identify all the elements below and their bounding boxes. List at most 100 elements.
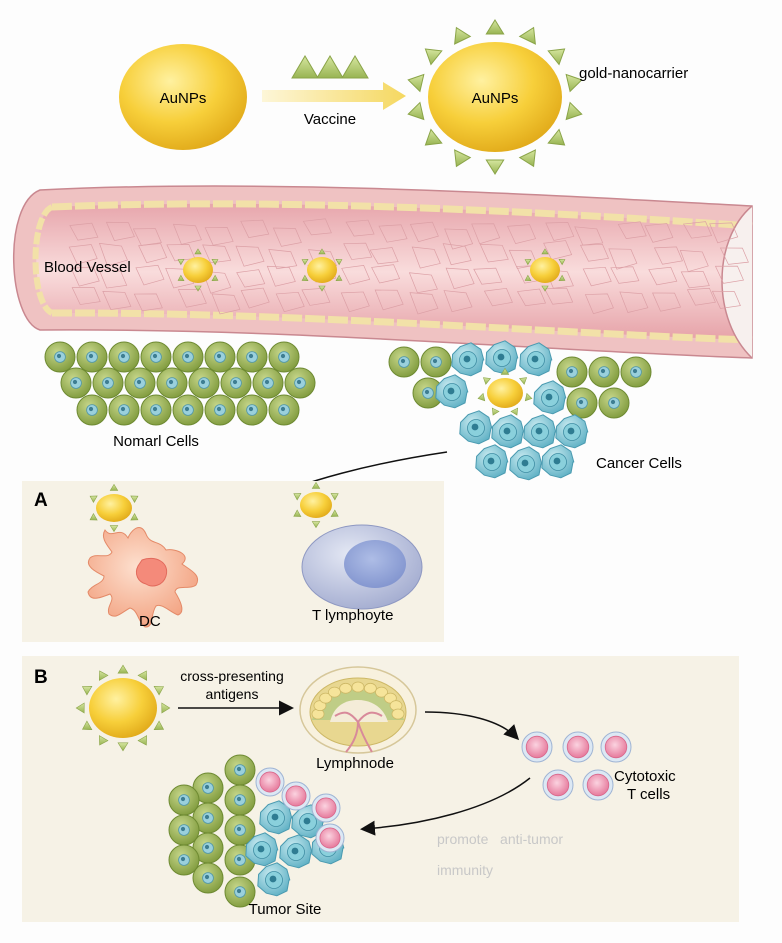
- normal-cell: [220, 367, 252, 399]
- antigen-triangle: [547, 48, 566, 66]
- normal-cells: [44, 341, 316, 426]
- tumor-site-cells: [168, 754, 345, 908]
- vessel-cell-outline: [617, 221, 647, 240]
- carrier-antigens: [407, 19, 583, 175]
- normal-cell: [168, 814, 200, 846]
- cytotoxic-t-cell: [542, 769, 574, 801]
- cancer-cell: [451, 342, 485, 377]
- vessel-cell-outline: [105, 221, 135, 241]
- cytotoxic-t-cells: [521, 731, 632, 801]
- lymph-follicle: [351, 681, 365, 693]
- vessel-cell-outline: [68, 244, 98, 265]
- vessel-cell-outline: [204, 227, 234, 246]
- normal-cell: [556, 356, 588, 388]
- lymphnode-follicles: [311, 681, 405, 720]
- antigen-triangle: [89, 495, 98, 504]
- vessel-cell-outline: [445, 267, 475, 290]
- mini-nanoparticle-core: [183, 257, 213, 283]
- lymph-follicle: [328, 686, 341, 698]
- lymph-follicle: [383, 692, 397, 704]
- vessel-cell-outline: [653, 246, 683, 265]
- lymph-follicle: [363, 682, 377, 694]
- cancer-cell: [435, 374, 469, 409]
- cancer-cell: [485, 340, 519, 375]
- vessel-cell-outline: [69, 222, 99, 241]
- vessel-cell-outline: [409, 292, 439, 315]
- cytotoxic-t-cell: [281, 781, 311, 811]
- lymphnode-label: Lymphnode: [316, 755, 394, 772]
- vessel-cell-outline: [719, 247, 749, 265]
- normal-cell: [412, 377, 444, 409]
- vessel-cell-outline: [443, 290, 473, 313]
- cancer-cell: [541, 444, 575, 479]
- vessel-cell-outline: [610, 266, 640, 284]
- antigen-triangle: [117, 742, 129, 752]
- antigen-triangle: [565, 101, 583, 121]
- cancer-cell: [509, 446, 543, 481]
- antigen-triangle: [153, 720, 165, 731]
- vessel-cell-outline: [473, 267, 503, 285]
- normal-cell: [224, 754, 256, 786]
- normal-cell: [236, 341, 268, 373]
- vessel-cell-outline: [545, 222, 575, 241]
- normal-cell: [204, 394, 236, 426]
- cytotoxic-t-cell: [600, 731, 632, 763]
- cancer-cell: [491, 414, 525, 449]
- vaccine-arrow: [262, 82, 406, 110]
- vessel-cell-outline: [165, 267, 195, 289]
- normal-cell: [156, 367, 188, 399]
- cytotoxic-t-cell: [562, 731, 594, 763]
- vessel-cell-outline: [543, 240, 573, 260]
- panel-a: A DC T lymphoyte: [22, 481, 444, 642]
- antigen-triangle: [565, 73, 583, 93]
- cancer-cell: [523, 414, 557, 449]
- normal-cell: [172, 341, 204, 373]
- antigen-triangle: [81, 720, 93, 731]
- vessel-cell-outline: [202, 244, 232, 264]
- vessel-cell-outline: [442, 243, 472, 266]
- cytotoxic-t-cell: [521, 731, 553, 763]
- antigen-triangle: [424, 48, 443, 66]
- vessel-cell-outline: [340, 291, 370, 313]
- mini-nanoparticle: [301, 248, 343, 292]
- vessel-cell-outline: [648, 266, 678, 286]
- arrow-to-ctl: [424, 711, 520, 741]
- nanoparticle-dc: [89, 483, 139, 533]
- antigen-triangle: [485, 159, 505, 175]
- antigen-triangle: [518, 149, 536, 168]
- antigen-triangle: [311, 481, 321, 489]
- antigen-triangle: [98, 670, 109, 681]
- panel-b: B cross-presenting antigens Lymphnode Cy…: [22, 656, 739, 922]
- cancer-cell: [259, 800, 293, 835]
- vessel-cell-outline: [644, 223, 674, 243]
- vessel-endothelium-top: [51, 200, 753, 230]
- normal-cell: [204, 341, 236, 373]
- vaccine-antigens: [291, 55, 369, 79]
- aunp-bare-label: AuNPs: [160, 90, 207, 107]
- antigen-triangle: [194, 248, 202, 255]
- vessel-cell-outline: [483, 287, 513, 307]
- cross-presenting-label: cross-presenting: [180, 668, 284, 684]
- antigen-triangle: [109, 483, 119, 491]
- vessel-cell-outline: [369, 247, 399, 265]
- normal-cell: [224, 784, 256, 816]
- antigen-triangle: [547, 128, 566, 146]
- vessel-cell-outline: [507, 224, 537, 245]
- antigen-triangle: [500, 367, 510, 375]
- tumor-site-label: Tumor Site: [249, 901, 322, 918]
- aunp-carrier-label: AuNPs: [472, 90, 519, 107]
- antigen-triangle: [518, 26, 536, 45]
- blood-vessel: Blood Vessel: [13, 185, 753, 359]
- normal-cell: [76, 341, 108, 373]
- normal-cell: [268, 394, 300, 426]
- cancer-cells-label: Cancer Cells: [596, 455, 682, 472]
- vessel-cell-outline: [343, 242, 373, 260]
- antigen-triangle: [541, 248, 549, 255]
- vessel-cell-outline: [544, 287, 574, 305]
- normal-cell: [188, 367, 220, 399]
- antigen-triangle: [485, 19, 505, 35]
- vessel-cell-outline: [680, 271, 710, 289]
- vessel-cell-outline: [132, 228, 162, 246]
- promote-label: promote anti-tumor: [437, 831, 563, 847]
